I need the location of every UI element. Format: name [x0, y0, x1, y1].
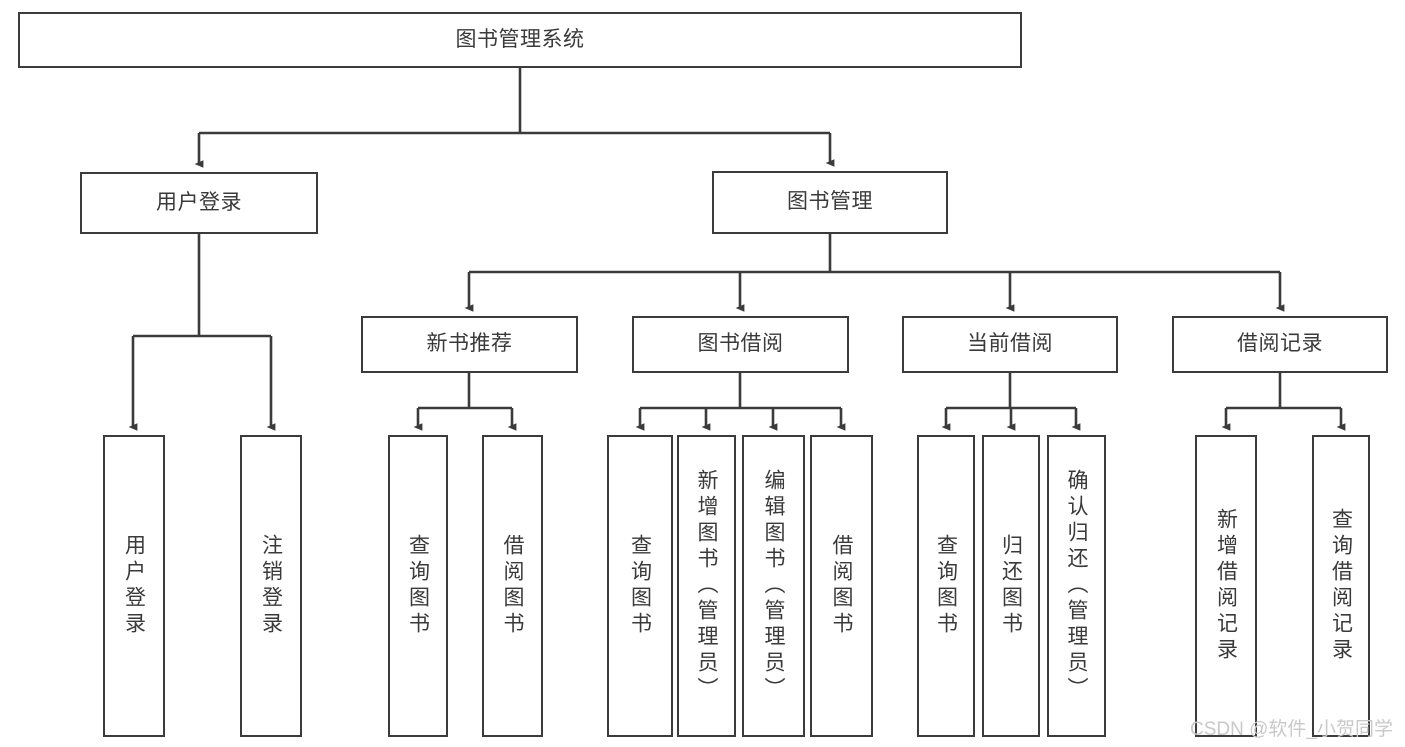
node-book-management-label: 图书管理 [787, 190, 873, 214]
leaf-br-query-record[interactable]: 查询借阅记录 [1312, 435, 1370, 737]
leaf-bb-query-book-label: 查询图书 [628, 534, 652, 638]
node-root-label: 图书管理系统 [455, 27, 585, 51]
node-book-borrow-label: 图书借阅 [697, 332, 784, 356]
node-book-borrow[interactable]: 图书借阅 [632, 316, 849, 373]
node-user-login-label: 用户登录 [156, 190, 242, 214]
leaf-logout-label: 注销登录 [259, 534, 283, 638]
leaf-cb-confirm-return-admin-label: 确认归还（管理员） [1065, 469, 1088, 703]
leaf-br-query-record-label: 查询借阅记录 [1329, 508, 1353, 664]
leaf-cb-query-book[interactable]: 查询图书 [917, 435, 975, 737]
leaf-logout[interactable]: 注销登录 [240, 435, 302, 737]
leaf-bb-add-book-admin-label: 新增图书（管理员） [695, 469, 718, 703]
leaf-nb-query-book[interactable]: 查询图书 [388, 435, 448, 737]
node-current-borrow-label: 当前借阅 [967, 332, 1053, 356]
node-current-borrow[interactable]: 当前借阅 [902, 316, 1118, 373]
leaf-cb-query-book-label: 查询图书 [934, 534, 958, 638]
leaf-nb-borrow-book-label: 借阅图书 [501, 534, 524, 638]
leaf-cb-confirm-return-admin[interactable]: 确认归还（管理员） [1047, 435, 1106, 737]
node-borrow-record-label: 借阅记录 [1237, 332, 1323, 356]
node-borrow-record[interactable]: 借阅记录 [1172, 316, 1388, 373]
leaf-bb-edit-book-admin-label: 编辑图书（管理员） [762, 469, 785, 703]
node-new-book-recommend[interactable]: 新书推荐 [361, 316, 578, 373]
leaf-br-add-record[interactable]: 新增借阅记录 [1195, 435, 1257, 737]
leaf-nb-borrow-book[interactable]: 借阅图书 [482, 435, 543, 737]
leaf-nb-query-book-label: 查询图书 [406, 534, 430, 638]
leaf-bb-edit-book-admin[interactable]: 编辑图书（管理员） [742, 435, 805, 737]
node-root[interactable]: 图书管理系统 [18, 12, 1022, 68]
node-book-management[interactable]: 图书管理 [712, 171, 948, 234]
leaf-user-login-label: 用户登录 [122, 534, 146, 638]
node-user-login[interactable]: 用户登录 [80, 172, 318, 234]
leaf-cb-return-book-label: 归还图书 [999, 534, 1023, 638]
leaf-cb-return-book[interactable]: 归还图书 [982, 435, 1040, 737]
leaf-user-login[interactable]: 用户登录 [103, 435, 165, 737]
leaf-bb-borrow-book[interactable]: 借阅图书 [810, 435, 873, 737]
leaf-bb-borrow-book-label: 借阅图书 [830, 534, 853, 638]
leaf-bb-query-book[interactable]: 查询图书 [607, 435, 673, 737]
leaf-br-add-record-label: 新增借阅记录 [1214, 508, 1238, 664]
leaf-bb-add-book-admin[interactable]: 新增图书（管理员） [677, 435, 736, 737]
csdn-watermark: CSDN @软件_小贺同学 [1190, 719, 1393, 740]
node-new-book-recommend-label: 新书推荐 [426, 332, 513, 356]
